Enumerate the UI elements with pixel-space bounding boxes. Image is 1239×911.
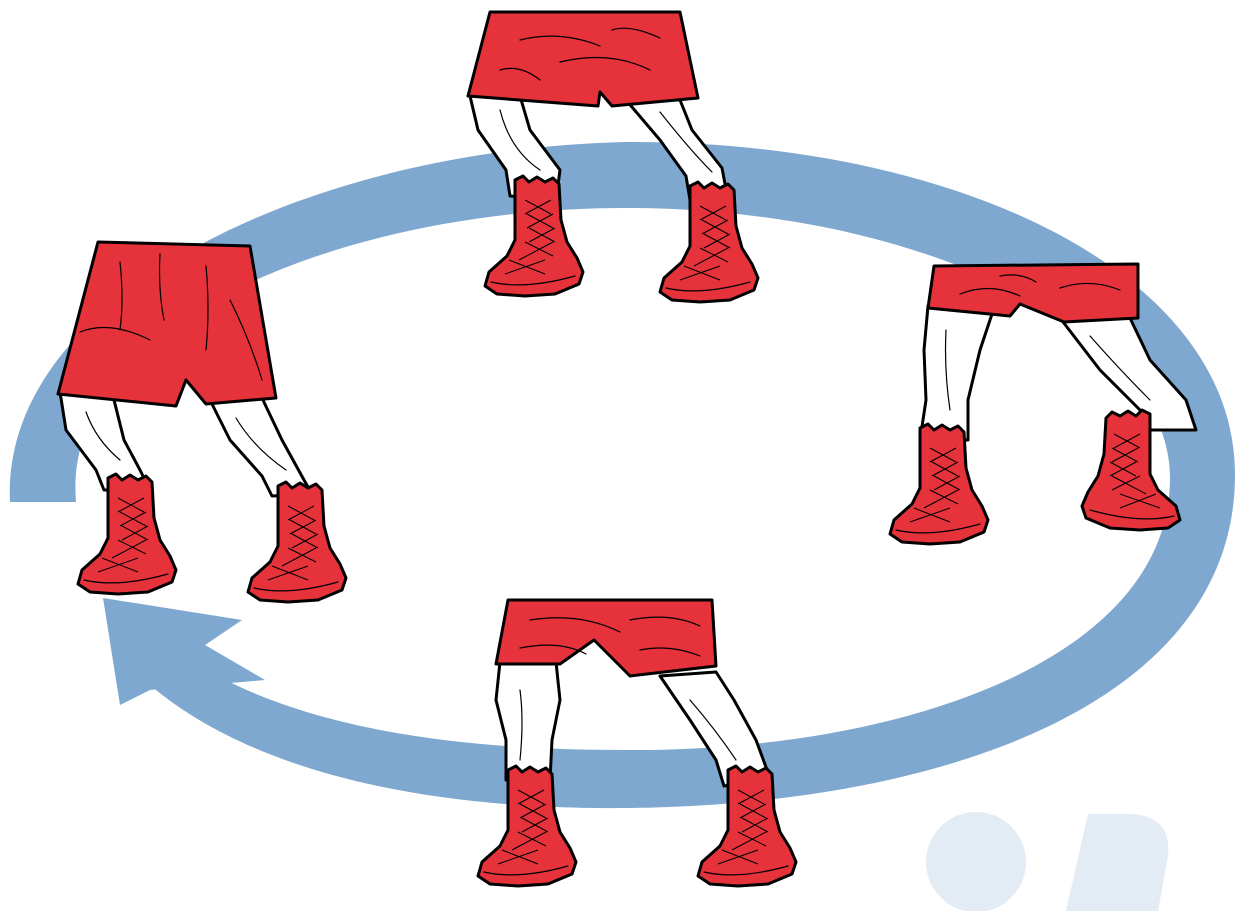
cycle-arrow <box>10 142 1235 808</box>
cycle-arrow-ring <box>10 142 1235 808</box>
figure-left <box>58 242 346 602</box>
figure-left-left-boot <box>78 474 176 594</box>
figure-bottom-shorts <box>496 600 716 676</box>
figure-right-left-boot <box>890 424 988 544</box>
watermark-logo-shape <box>1066 814 1168 911</box>
figure-right-left-leg <box>920 306 994 440</box>
figure-left-right-boot <box>248 482 346 602</box>
watermark-logo <box>926 812 1168 911</box>
figure-left-right-leg <box>210 398 312 496</box>
figure-top-shorts <box>468 12 698 106</box>
figure-left-shorts <box>58 242 276 406</box>
watermark-logo-circle <box>926 812 1026 911</box>
figure-bottom-left-leg <box>496 662 560 780</box>
figure-bottom <box>478 600 796 886</box>
